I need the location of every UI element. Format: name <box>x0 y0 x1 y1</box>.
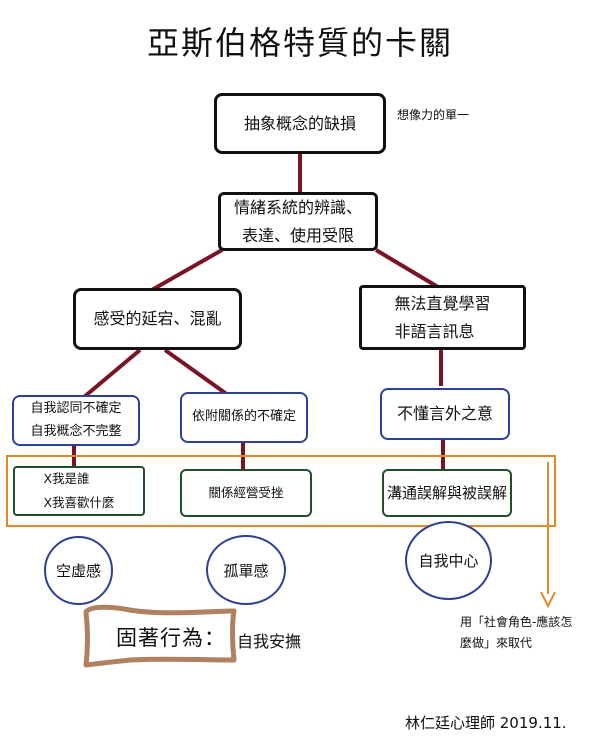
node-misunderstanding-label: 溝通誤解與被誤解 <box>386 483 507 502</box>
node-identity-line2: 自我概念不完整 <box>30 423 122 439</box>
connector-feeling-attachment <box>163 348 230 397</box>
oval-emptiness-label: 空虛感 <box>55 562 101 580</box>
connector-emotion-feeling <box>149 248 223 293</box>
note-replace-line2: 麼做」來取代 <box>460 636 533 650</box>
node-emotion-line2: 表達、使用受限 <box>241 225 354 245</box>
node-abstract-concept: 抽象概念的缺損 <box>214 93 386 154</box>
node-feeling-delay: 感受的延宕、混亂 <box>73 288 242 350</box>
orange-arrow-head <box>540 591 556 609</box>
node-attachment-label: 依附關係的不確定 <box>191 409 296 425</box>
node-feeling-label: 感受的延宕、混亂 <box>93 309 222 329</box>
oval-egocentric-label: 自我中心 <box>418 552 479 570</box>
oval-emptiness: 空虛感 <box>44 536 113 605</box>
consequence-bracket <box>6 455 556 527</box>
note-imagination: 想像力的單一 <box>397 108 470 122</box>
node-implied-meaning: 不懂言外之意 <box>380 388 510 440</box>
note-replace: 用「社會角色-應該怎 麼做」來取代 <box>460 612 596 654</box>
oval-loneliness-label: 孤單感 <box>223 561 269 580</box>
node-who-am-i: X我是誰 X我喜歡什麼 <box>13 466 145 516</box>
author-signature: 林仁廷心理師 2019.11. <box>405 714 567 732</box>
node-intuition: 無法直覺學習 非語言訊息 <box>359 285 526 350</box>
node-attachment: 依附關係的不確定 <box>180 392 308 443</box>
node-who-line2: X我喜歡什麼 <box>43 495 115 510</box>
node-intuition-line2: 非語言訊息 <box>394 321 475 341</box>
oval-loneliness: 孤單感 <box>206 535 286 605</box>
node-emotion-system: 情緒系統的辨識、 表達、使用受限 <box>218 192 378 251</box>
diagram-title: 亞斯伯格特質的卡關 <box>146 24 453 62</box>
note-replace-line1: 用「社會角色-應該怎 <box>460 615 573 629</box>
node-implied-label: 不懂言外之意 <box>396 404 493 423</box>
node-self-identity: 自我認同不確定 自我概念不完整 <box>12 395 140 446</box>
oval-egocentric: 自我中心 <box>405 521 492 600</box>
node-intuition-line1: 無法直覺學習 <box>394 294 491 314</box>
connector-feeling-identity <box>82 348 142 399</box>
node-emotion-line1: 情緒系統的辨識、 <box>233 198 362 218</box>
rigid-behavior-label: 固著行為： <box>116 626 226 650</box>
connector-emotion-intuition <box>374 248 440 289</box>
node-abstract-label: 抽象概念的缺損 <box>243 113 356 133</box>
node-relationship: 關係經營受挫 <box>180 469 312 517</box>
scroll-banner <box>83 604 237 668</box>
node-misunderstanding: 溝通誤解與被誤解 <box>382 469 512 517</box>
node-who-line1: X我是誰 <box>43 471 90 487</box>
self-soothe-label: 自我安撫 <box>237 632 302 651</box>
node-relationship-label: 關係經營受挫 <box>208 485 284 501</box>
node-identity-line1: 自我認同不確定 <box>30 400 122 416</box>
